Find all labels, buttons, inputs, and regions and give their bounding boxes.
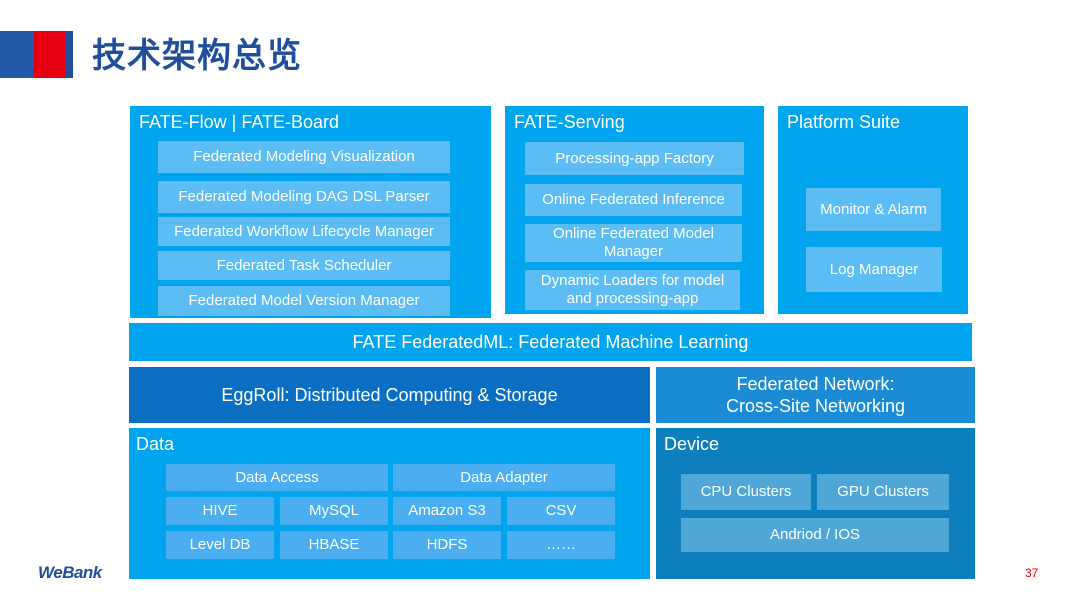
- device-title: Device: [664, 434, 720, 454]
- data-cell: ……: [507, 531, 615, 559]
- device-item: CPU Clusters: [681, 474, 811, 510]
- data-title: Data: [136, 434, 175, 454]
- page-number: 37: [1025, 566, 1039, 580]
- federated-network-line2: Cross-Site Networking: [725, 396, 906, 416]
- data-cell: CSV: [507, 497, 615, 525]
- serving-item: Online Federated Inference: [525, 184, 742, 216]
- fate-serving-title: FATE-Serving: [514, 112, 625, 132]
- flow-item: Federated Workflow Lifecycle Manager: [158, 217, 450, 246]
- data-cell: HBASE: [280, 531, 388, 559]
- data-cell: MySQL: [280, 497, 388, 525]
- webank-logo: WeBank: [38, 563, 102, 582]
- serving-item: Online Federated Model Manager: [525, 224, 742, 262]
- flow-item: Federated Task Scheduler: [158, 251, 450, 280]
- platform-suite-title: Platform Suite: [787, 112, 901, 132]
- serving-item: Processing-app Factory: [525, 142, 744, 175]
- header-bar-red: [34, 31, 66, 78]
- platform-item: Monitor & Alarm: [806, 188, 941, 231]
- device-item: Andriod / IOS: [681, 518, 949, 552]
- data-cell: HDFS: [393, 531, 501, 559]
- federated-network-line1: Federated Network:: [736, 374, 895, 394]
- slide-title: 技术架构总览: [92, 36, 302, 76]
- flow-item: Federated Model Version Manager: [158, 286, 450, 316]
- federated-network-bar: Federated Network: Cross-Site Networking: [656, 367, 975, 423]
- fate-flow-title: FATE-Flow | FATE-Board: [139, 112, 340, 132]
- platform-item: Log Manager: [806, 247, 942, 292]
- data-cell: HIVE: [166, 497, 274, 525]
- header-bar-blue-dark: [0, 31, 34, 78]
- data-header: Data Adapter: [393, 464, 615, 491]
- data-header: Data Access: [166, 464, 388, 491]
- flow-item: Federated Modeling DAG DSL Parser: [158, 181, 450, 213]
- device-item: GPU Clusters: [817, 474, 949, 510]
- header-bar-blue: [66, 31, 73, 78]
- eggroll-bar: EggRoll: Distributed Computing & Storage: [129, 367, 650, 423]
- flow-item: Federated Modeling Visualization: [158, 141, 450, 173]
- data-cell: Amazon S3: [393, 497, 501, 525]
- serving-item: Dynamic Loaders for model and processing…: [525, 270, 740, 310]
- data-cell: Level DB: [166, 531, 274, 559]
- federatedml-bar: FATE FederatedML: Federated Machine Lear…: [129, 323, 972, 361]
